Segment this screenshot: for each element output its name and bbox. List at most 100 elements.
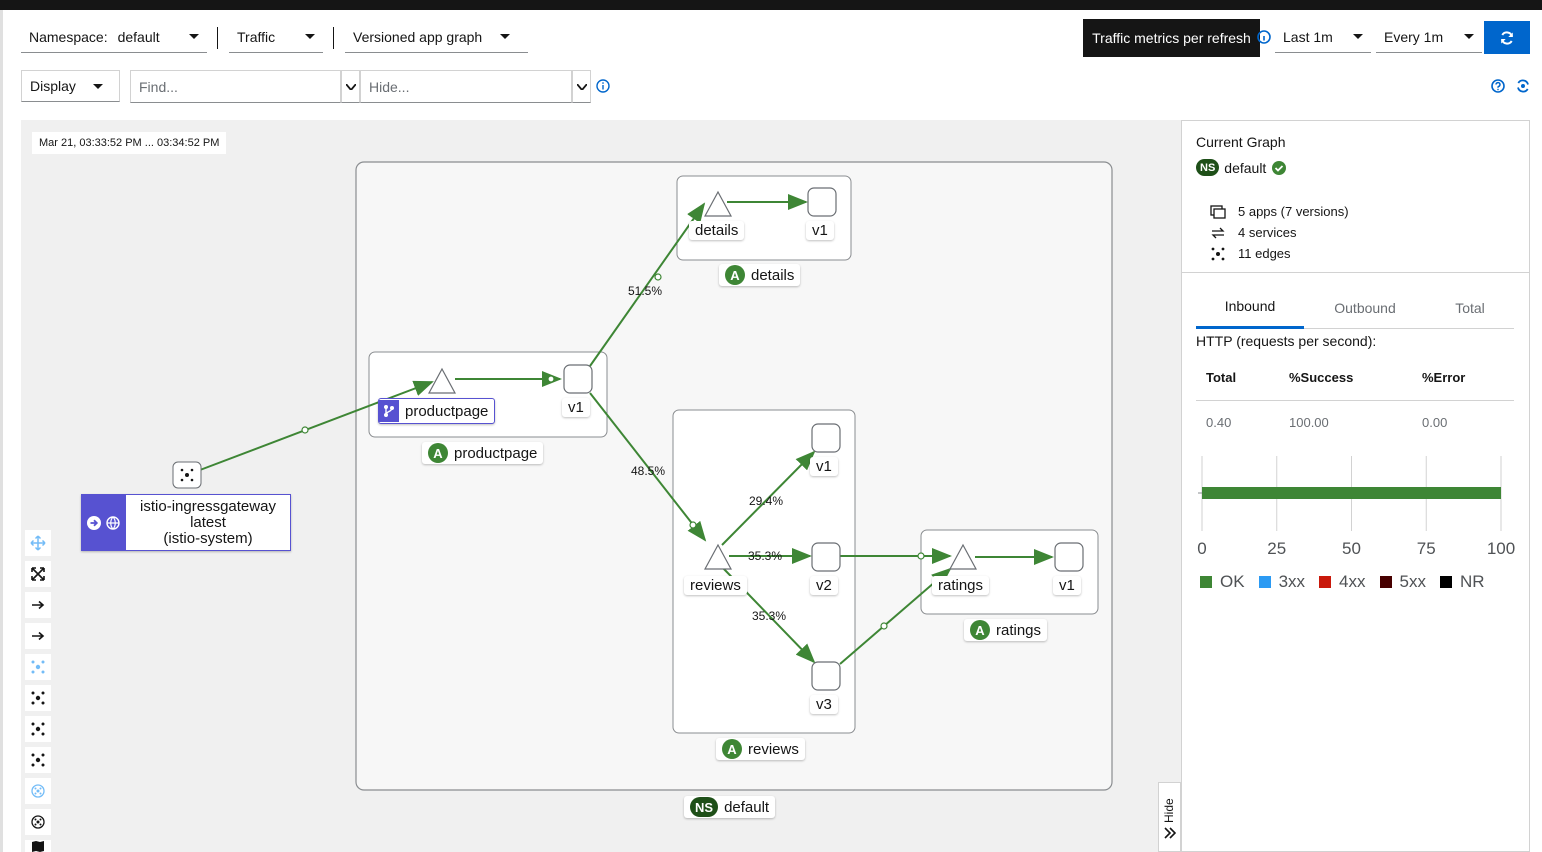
details-service-triangle[interactable] <box>703 190 733 217</box>
productpage-service-name: productpage <box>405 402 489 420</box>
details-service-label: details <box>689 221 745 240</box>
ratings-service-label: ratings <box>932 576 990 595</box>
help-icon[interactable] <box>1491 79 1505 93</box>
hide-panel-tab[interactable]: Hide <box>1158 782 1181 852</box>
topology-layout-icon[interactable] <box>25 685 51 711</box>
traffic-dropdown[interactable]: Traffic <box>229 21 323 53</box>
refresh-button[interactable] <box>1484 21 1530 54</box>
pan-icon[interactable] <box>25 530 51 556</box>
edge-label-details: 51.5% <box>628 284 663 298</box>
edge-label-reviews-v3: 35.3% <box>752 609 787 623</box>
topology-layout-icon[interactable] <box>25 747 51 773</box>
ratings-v1-label: v1 <box>1053 576 1081 595</box>
layout-arrow-icon[interactable] <box>25 592 51 618</box>
check-circle-icon <box>1272 160 1287 175</box>
branch-icon <box>379 400 399 422</box>
reviews-v2-node[interactable] <box>811 542 841 572</box>
left-edge <box>0 10 3 852</box>
namespace-box-label: NS default <box>684 796 776 818</box>
edge-v3-ratings[interactable] <box>839 567 952 665</box>
chart-tick-label: 0 <box>1197 539 1206 558</box>
traffic-label: Traffic <box>237 28 276 45</box>
chart-tick-label: 25 <box>1267 539 1286 558</box>
legend-item: OK <box>1200 572 1245 592</box>
refresh-interval-dropdown[interactable]: Every 1m <box>1376 21 1482 53</box>
divider <box>1196 400 1514 401</box>
edges-icon <box>1211 247 1225 260</box>
namespace-layout-icon[interactable] <box>25 809 51 835</box>
legend-swatch <box>1258 576 1271 588</box>
ratings-service-triangle[interactable] <box>948 543 978 570</box>
reviews-service-triangle[interactable] <box>703 543 733 570</box>
app-badge: A <box>725 265 745 285</box>
divider <box>333 27 334 49</box>
ns-badge: NS <box>690 797 719 817</box>
graph-type-dropdown[interactable]: Versioned app graph <box>345 21 528 53</box>
tour-icon[interactable] <box>1515 78 1531 94</box>
details-v1-node[interactable] <box>807 187 837 217</box>
hide-input[interactable]: Hide... <box>360 70 572 103</box>
tab-outbound[interactable]: Outbound <box>1334 299 1396 316</box>
legend-label: 4xx <box>1339 572 1366 591</box>
details-v1-label: v1 <box>806 221 834 240</box>
chevron-down-icon <box>576 83 587 90</box>
edge-productpage-details[interactable] <box>589 202 706 367</box>
reviews-v3-label: v3 <box>810 695 838 714</box>
layout-arrow-icon[interactable] <box>25 623 51 649</box>
namespace-dropdown[interactable]: Namespace: default <box>21 21 207 53</box>
ratings-app-name: ratings <box>996 621 1042 639</box>
info-icon[interactable] <box>596 79 610 93</box>
namespace-label: Namespace: <box>29 28 108 45</box>
topology-layout-icon[interactable] <box>25 654 51 680</box>
display-dropdown[interactable]: Display <box>21 70 120 102</box>
duration-dropdown[interactable]: Last 1m <box>1275 21 1371 53</box>
edge-label-reviews: 48.5% <box>631 464 666 478</box>
graph-type-label: Versioned app graph <box>353 28 483 45</box>
display-label: Display <box>30 78 76 94</box>
chevron-down-icon <box>189 34 199 39</box>
divider <box>217 27 218 49</box>
tab-total[interactable]: Total <box>1455 299 1485 316</box>
gateway-label[interactable]: istio-ingressgateway latest (istio-syste… <box>81 494 291 551</box>
table-header-total: Total <box>1206 370 1237 385</box>
reviews-service-label: reviews <box>684 576 747 595</box>
edges-count: 11 edges <box>1238 246 1291 261</box>
hide-history-button[interactable] <box>572 70 591 103</box>
details-app-label: A details <box>719 264 801 286</box>
productpage-v1-label: v1 <box>562 398 590 417</box>
map-icon[interactable] <box>25 840 51 852</box>
chart-legend: OK 3xx 4xx 5xx NR <box>1200 572 1485 592</box>
find-input[interactable]: Find... <box>130 70 341 103</box>
ns-badge: NS <box>1196 159 1220 176</box>
topology-layout-icon[interactable] <box>25 716 51 742</box>
services-count: 4 services <box>1238 225 1297 240</box>
reviews-v3-node[interactable] <box>811 661 841 691</box>
edge-productpage-reviews[interactable] <box>589 392 707 542</box>
find-history-button[interactable] <box>341 70 360 103</box>
edge-gateway-productpage[interactable] <box>199 380 434 471</box>
productpage-service-triangle[interactable] <box>427 367 457 394</box>
hide-tab-label: Hide <box>1162 798 1176 823</box>
legend-item: 3xx <box>1258 572 1305 592</box>
expand-icon[interactable] <box>25 561 51 587</box>
panel-title: Current Graph <box>1196 134 1286 150</box>
legend-item: NR <box>1439 572 1485 592</box>
side-panel: Current Graph NS default 5 apps (7 versi… <box>1181 120 1530 852</box>
edge-reviews-v1[interactable] <box>721 450 816 546</box>
legend-label: 5xx <box>1399 572 1426 591</box>
app-badge: A <box>970 620 990 640</box>
chart-bar-ok <box>1202 487 1501 499</box>
legend-swatch <box>1200 576 1212 588</box>
app-badge: A <box>722 739 742 759</box>
ratings-v1-node[interactable] <box>1054 542 1084 572</box>
graph-stats: 5 apps (7 versions) 4 services 11 edges <box>1210 201 1349 264</box>
legend-swatch <box>1379 576 1392 588</box>
productpage-v1-node[interactable] <box>563 364 593 394</box>
namespace-layout-icon[interactable] <box>25 778 51 804</box>
reviews-v1-node[interactable] <box>811 423 841 453</box>
productpage-app-label: A productpage <box>422 442 544 464</box>
tab-inbound[interactable]: Inbound <box>1196 286 1304 329</box>
info-icon[interactable] <box>1257 30 1271 44</box>
table-value-error: 0.00 <box>1422 415 1448 430</box>
